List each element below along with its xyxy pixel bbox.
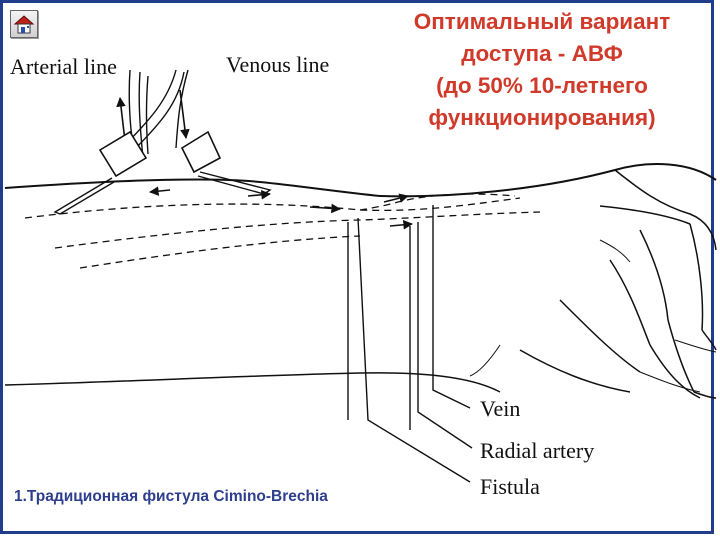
- title-line-4: функционирования): [428, 105, 656, 130]
- slide-caption: 1.Традиционная фистула Cimino-Brechia: [14, 488, 328, 505]
- forearm-outline-top: [4, 163, 717, 198]
- slide-title: Оптимальный вариант доступа - АВФ (до 50…: [372, 6, 712, 134]
- vessels: [24, 193, 541, 269]
- needle-hubs: [98, 130, 222, 178]
- arterial-line-label: Arterial line: [10, 54, 117, 79]
- flow-arrows: [116, 89, 413, 230]
- title-line-2: доступа - АВФ: [461, 41, 623, 66]
- forearm-outline-bottom: [4, 372, 501, 393]
- radial-artery-label: Radial artery: [480, 438, 594, 463]
- home-button[interactable]: [10, 10, 38, 38]
- hand-drawing: [469, 169, 717, 399]
- title-line-1: Оптимальный вариант: [413, 9, 671, 34]
- title-line-3: (до 50% 10-летнего: [436, 73, 648, 98]
- needles: [53, 171, 272, 215]
- venous-line-label: Venous line: [226, 52, 329, 77]
- home-icon: [13, 15, 35, 34]
- vein-label: Vein: [480, 396, 520, 421]
- leader-lines: [347, 205, 473, 483]
- fistula-label: Fistula: [480, 474, 540, 499]
